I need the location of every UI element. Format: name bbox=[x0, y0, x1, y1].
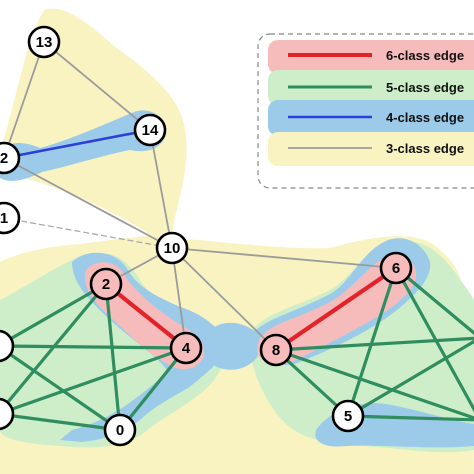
node-5: 5 bbox=[331, 399, 365, 433]
edge-0-L3 bbox=[0, 412, 122, 432]
edge-8-R1 bbox=[274, 336, 474, 352]
nodes: 13 14 2 1 10 2 4 0 8 6 5 bbox=[0, 25, 413, 447]
node-circle-13 bbox=[27, 25, 61, 59]
node-circle-L1 bbox=[0, 329, 15, 363]
node-L3 bbox=[0, 397, 15, 431]
edge-4-0 bbox=[118, 346, 188, 432]
node-8: 8 bbox=[259, 333, 293, 367]
edge-13-12 bbox=[3, 41, 45, 159]
legend-label-3: 3-class edge bbox=[386, 141, 464, 156]
legend-label-4: 4-class edge bbox=[386, 110, 464, 125]
node-circle-12 bbox=[0, 141, 21, 175]
edge-2-0 bbox=[104, 282, 122, 432]
node-circle-14 bbox=[133, 113, 167, 147]
node-14: 14 bbox=[133, 113, 167, 147]
node-0: 0 bbox=[103, 413, 137, 447]
node-label-4: 4 bbox=[182, 340, 191, 357]
legend: 6-class edge 5-class edge 4-class edge 3… bbox=[257, 33, 474, 189]
node-4: 4 bbox=[169, 331, 203, 365]
node-label-2: 2 bbox=[102, 276, 110, 293]
node-label-11: 1 bbox=[0, 210, 8, 227]
node-6: 6 bbox=[379, 251, 413, 285]
node-circle-6 bbox=[379, 251, 413, 285]
edge-10-6 bbox=[171, 247, 397, 269]
node-10: 10 bbox=[155, 231, 189, 265]
node-label-5: 5 bbox=[344, 408, 352, 425]
edge-4-L1 bbox=[0, 344, 188, 350]
node-circle-5 bbox=[331, 399, 365, 433]
node-label-0: 0 bbox=[116, 422, 124, 439]
edge-12-10 bbox=[3, 157, 173, 249]
node-label-14: 14 bbox=[142, 122, 159, 139]
node-circle-8 bbox=[259, 333, 293, 367]
node-circle-11 bbox=[0, 201, 21, 235]
node-label-6: 6 bbox=[392, 260, 400, 277]
node-label-13: 13 bbox=[36, 34, 53, 51]
node-circle-L3 bbox=[0, 397, 15, 431]
edge-2-L1 bbox=[0, 282, 108, 347]
edge-6-R2 bbox=[394, 266, 474, 413]
node-11: 1 bbox=[0, 201, 21, 235]
node-label-12: 2 bbox=[0, 150, 8, 167]
node-circle-0 bbox=[103, 413, 137, 447]
edge-5-R1 bbox=[346, 339, 474, 418]
edge-0-L1 bbox=[0, 345, 122, 432]
region-4-class-top bbox=[0, 110, 167, 181]
edge-4-L3 bbox=[0, 346, 188, 415]
region-4-class-middle bbox=[204, 322, 262, 370]
legend-label-5: 5-class edge bbox=[386, 80, 464, 95]
edge-8-6 bbox=[273, 265, 399, 353]
edge-2-L3 bbox=[0, 282, 108, 415]
node-label-8: 8 bbox=[272, 342, 280, 359]
edge-6-R1 bbox=[394, 266, 474, 336]
edge-10-4 bbox=[171, 247, 187, 349]
edge-11-10 bbox=[3, 217, 173, 249]
edge-10-8 bbox=[171, 247, 277, 351]
node-circle-4 bbox=[169, 331, 203, 365]
edge-13-14 bbox=[43, 41, 151, 131]
node-12: 2 bbox=[0, 141, 21, 175]
edge-8-R2 bbox=[274, 348, 474, 420]
legend-label-6: 6-class edge bbox=[386, 48, 464, 63]
node-circle-10 bbox=[155, 231, 189, 265]
edge-6-5 bbox=[346, 266, 398, 418]
edge-14-10 bbox=[149, 129, 173, 249]
node-L1 bbox=[0, 329, 15, 363]
node-label-10: 10 bbox=[164, 240, 181, 257]
node-13: 13 bbox=[27, 25, 61, 59]
edges bbox=[0, 41, 474, 432]
node-2: 2 bbox=[89, 267, 123, 301]
legend-band-3 bbox=[268, 132, 474, 166]
edge-12-14 bbox=[2, 128, 152, 160]
edge-5-R2 bbox=[346, 414, 474, 422]
node-circle-2 bbox=[89, 267, 123, 301]
edge-2-4 bbox=[103, 281, 189, 351]
